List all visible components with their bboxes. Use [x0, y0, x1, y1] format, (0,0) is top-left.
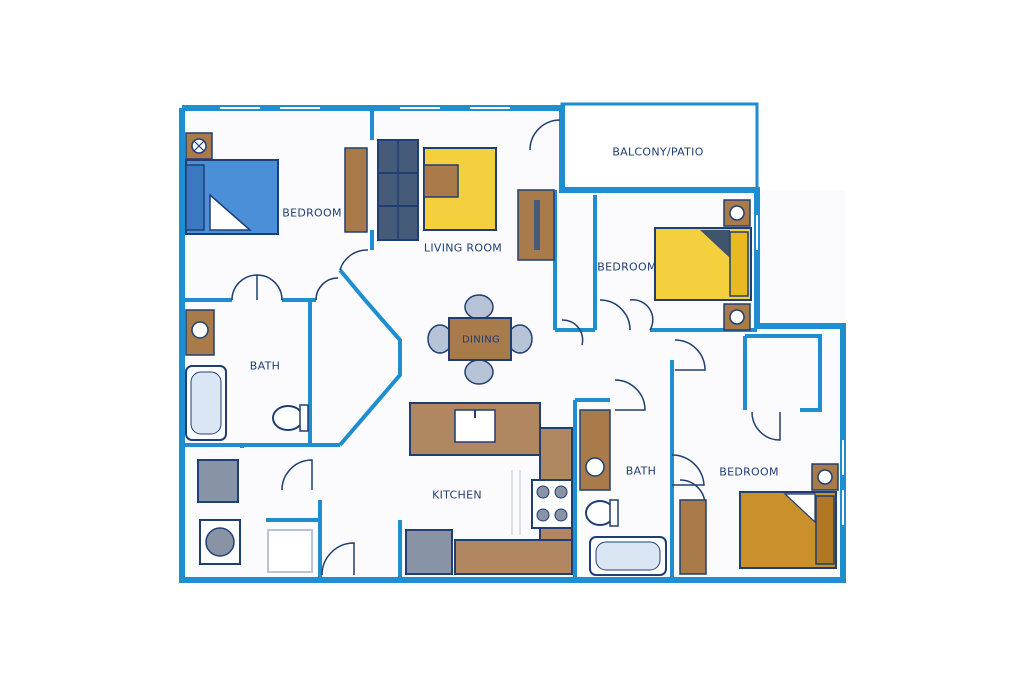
nightstand-mid-bottom [723, 303, 751, 331]
kitchen-sink [454, 409, 496, 443]
nightstand-mid-top [723, 199, 751, 227]
dining-set [427, 294, 533, 385]
label-bath-right: BATH [625, 464, 657, 478]
toilet-right [585, 499, 619, 527]
bookshelf [377, 139, 419, 241]
windows [220, 107, 844, 525]
dresser-left [344, 147, 368, 233]
label-bedroom-mid: BEDROOM [597, 260, 657, 274]
armchair [423, 164, 459, 198]
bed-mid [654, 227, 752, 301]
label-kitchen: KITCHEN [432, 488, 482, 502]
toilet-left [272, 404, 309, 432]
label-balcony: BALCONY/PATIO [612, 145, 704, 159]
door-swings [231, 119, 781, 576]
label-bath-left: BATH [249, 359, 281, 373]
washer [197, 459, 239, 503]
nightstand-right [811, 463, 839, 491]
label-bedroom-left: BEDROOM [282, 206, 342, 220]
label-living-room: LIVING ROOM [423, 241, 503, 255]
dresser-right [679, 499, 707, 575]
bathtub-right [589, 536, 667, 576]
water-heater [267, 529, 313, 573]
bed-right [739, 491, 837, 569]
tv-stand [517, 189, 555, 261]
nightstand-left [185, 132, 213, 160]
vanity-left [185, 309, 215, 356]
bathtub-left [185, 365, 227, 441]
pantry-lines [511, 470, 521, 535]
dryer [199, 519, 241, 565]
label-dining: DINING [461, 334, 501, 346]
balcony-outline [560, 102, 759, 192]
vanity-right [579, 409, 611, 491]
refrigerator [405, 529, 453, 575]
bed-left [185, 159, 279, 235]
stove [531, 479, 573, 529]
label-bedroom-right: BEDROOM [719, 465, 779, 479]
